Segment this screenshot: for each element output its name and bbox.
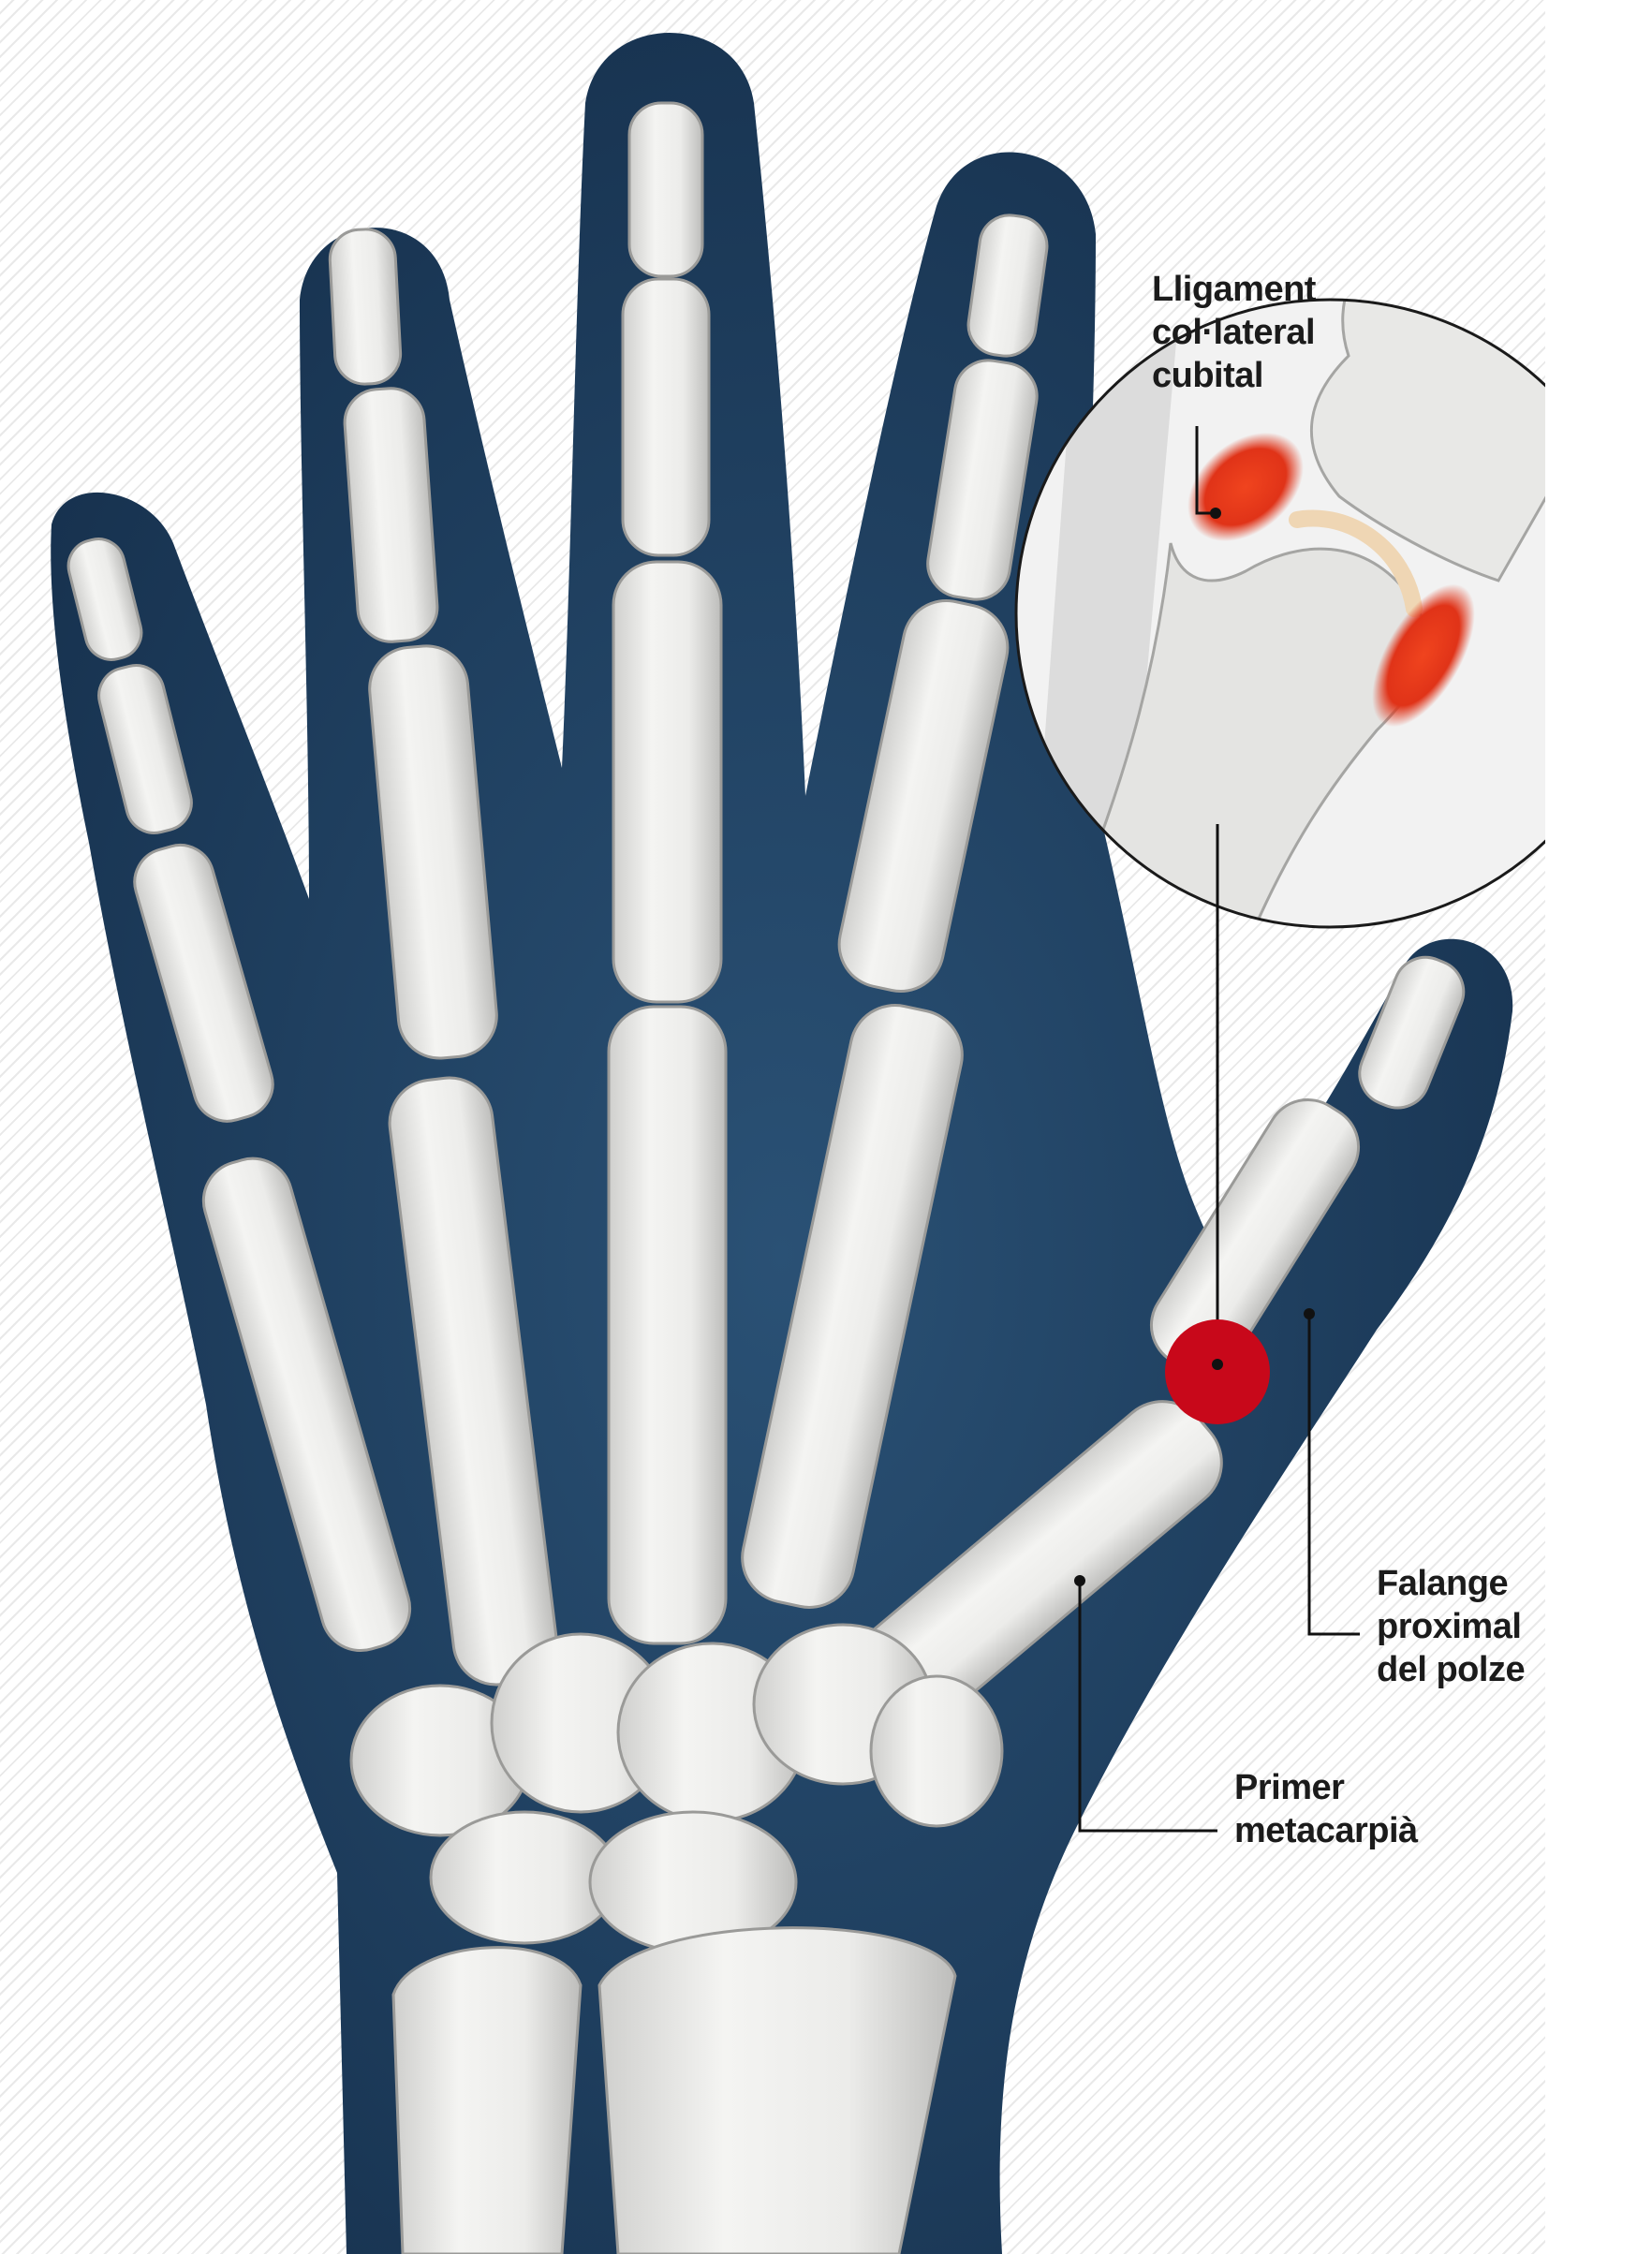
metacarpi-dot [1074,1575,1085,1586]
bone-middle-middle [623,279,709,555]
label-ulnar-collateral-ligament: Lligament col·lateral cubital [1152,268,1316,397]
bone-middle-proximal [613,562,721,1002]
bone-radius [599,1928,955,2254]
bone-ulna [393,1948,581,2254]
ligament-dot [1210,508,1221,519]
bone-carpal-7 [871,1676,1002,1826]
bone-ring-middle [343,386,440,643]
marker-dot [1212,1359,1223,1370]
label-first-metacarpal: Primer metacarpià [1234,1766,1418,1852]
label-thumb-proximal-phalanx: Falange proximal del polze [1377,1562,1525,1691]
falange-dot [1304,1308,1315,1319]
injury-marker [1165,1319,1270,1424]
bone-middle-metacarpal [609,1007,726,1643]
magnified-inset [1016,234,1648,936]
bone-middle-distal [629,103,702,276]
bone-ring-distal [329,228,403,385]
